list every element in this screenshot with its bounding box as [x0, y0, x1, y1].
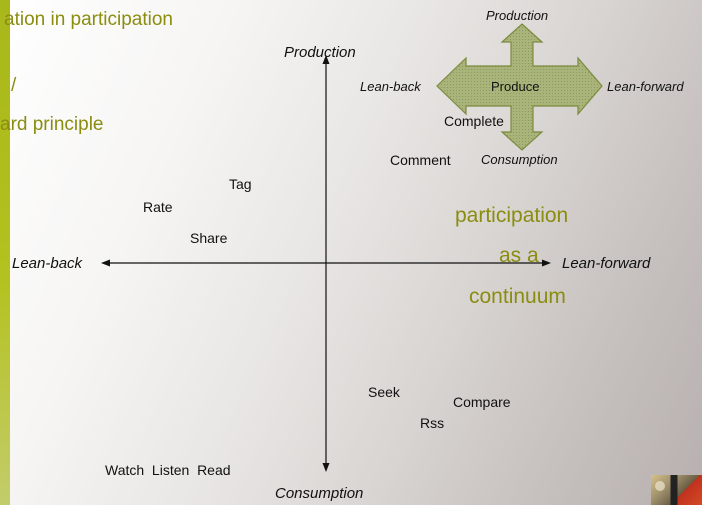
activity-compare: Compare: [453, 394, 511, 410]
activity-tag: Tag: [229, 176, 252, 192]
inset-label-complete: Complete: [444, 113, 504, 129]
activity-watch-listen-read: Watch Listen Read: [105, 462, 231, 478]
title-fragment-1: ation in participation: [4, 9, 173, 30]
continuum-line-2: as a: [499, 244, 539, 267]
axis-label-left: Lean-back: [12, 255, 83, 272]
axis-arrowhead-up: [322, 55, 330, 64]
inset-label-bottom: Consumption: [481, 152, 558, 167]
inset-label-top: Production: [486, 8, 549, 23]
title-fragment-2: /: [11, 75, 17, 96]
axis-label-right: Lean-forward: [562, 255, 651, 272]
continuum-line-3: continuum: [469, 285, 566, 308]
continuum-line-1: participation: [455, 204, 569, 227]
inset-label-comment: Comment: [390, 152, 451, 168]
axis-arrowhead-left: [101, 259, 110, 267]
four-way-arrow-shape: [436, 23, 603, 151]
axis-label-bottom: Consumption: [275, 485, 364, 502]
axis-arrowhead-down: [322, 463, 330, 472]
activity-rss: Rss: [420, 415, 445, 431]
activity-share: Share: [190, 230, 228, 246]
left-accent-bar: [0, 0, 10, 505]
activity-seek: Seek: [368, 384, 400, 400]
axis-arrowhead-right: [542, 259, 551, 267]
corner-thumbnail-image: [651, 475, 702, 505]
title-fragment-3: ard principle: [0, 114, 104, 135]
axis-label-top: Production: [284, 44, 356, 61]
inset-label-center: Produce: [491, 79, 540, 94]
inset-label-left: Lean-back: [360, 79, 421, 94]
inset-label-right: Lean-forward: [607, 79, 684, 94]
activity-rate: Rate: [143, 199, 173, 215]
